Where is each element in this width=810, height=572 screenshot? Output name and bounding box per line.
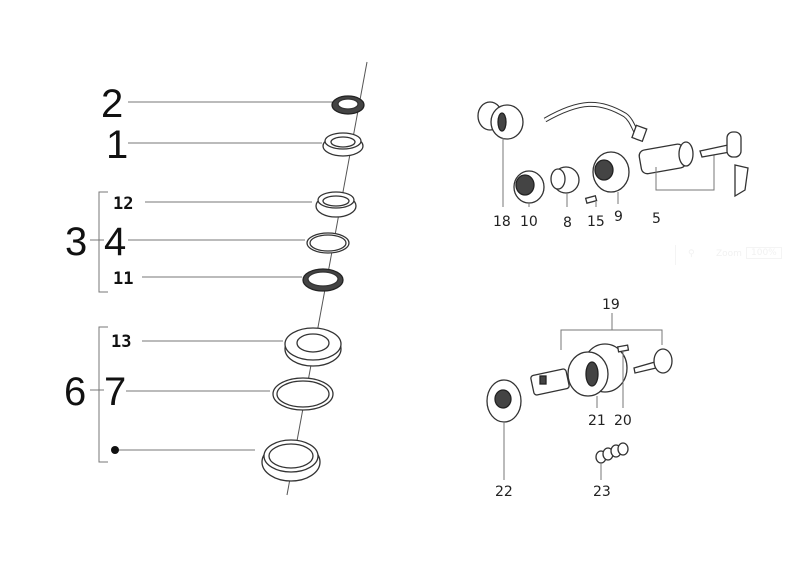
leader-lines: [115, 101, 332, 451]
label-11: 11: [113, 269, 133, 289]
key-19: [633, 348, 673, 374]
label-12: 12: [113, 194, 133, 214]
part-8: [550, 166, 580, 207]
group-bracket-6: [90, 326, 108, 463]
ring-12: [315, 191, 357, 218]
pin-20: [616, 344, 630, 408]
zoom-value-input[interactable]: 100%: [746, 247, 782, 259]
group-bracket-3: [90, 191, 108, 293]
label-20: 20: [614, 413, 632, 429]
ring-7: [272, 377, 334, 411]
bullet-dot: [111, 446, 119, 454]
label-2: 2: [101, 82, 123, 126]
bracket-19: [560, 313, 663, 350]
label-19: 19: [602, 297, 620, 313]
label-4: 4: [104, 220, 126, 264]
ring-1: [322, 132, 364, 157]
ring-13: [284, 327, 342, 367]
label-10: 10: [520, 214, 538, 230]
ring-4: [306, 232, 350, 254]
label-7: 7: [104, 370, 126, 414]
label-21: 21: [588, 413, 606, 429]
part-9: [592, 151, 630, 204]
springs-23: [595, 442, 629, 480]
barrel-19: [530, 368, 570, 396]
label-13: 13: [111, 332, 131, 352]
label-9: 9: [614, 209, 623, 225]
lock-cylinder-5: [638, 141, 715, 191]
escutcheon-22: [486, 379, 522, 480]
label-6: 6: [64, 370, 86, 414]
label-5: 5: [652, 211, 661, 227]
label-23: 23: [593, 484, 611, 500]
magnifier-icon: ⚲: [688, 249, 695, 259]
key-5: [699, 131, 749, 198]
zoom-control[interactable]: ⚲ Zoom 100%: [675, 245, 791, 265]
label-8: 8: [563, 215, 572, 231]
part-10: [513, 170, 545, 207]
label-1: 1: [106, 123, 128, 167]
part-15: [584, 194, 598, 207]
switch-18: [477, 101, 648, 207]
label-15: 15: [587, 214, 605, 230]
label-3: 3: [65, 220, 87, 264]
zoom-label: Zoom: [716, 249, 742, 259]
ring-2: [331, 95, 365, 115]
ring-11: [302, 268, 344, 292]
housing-21: [567, 343, 628, 408]
label-22: 22: [495, 484, 513, 500]
label-18: 18: [493, 214, 511, 230]
ring-bottom: [261, 439, 321, 482]
